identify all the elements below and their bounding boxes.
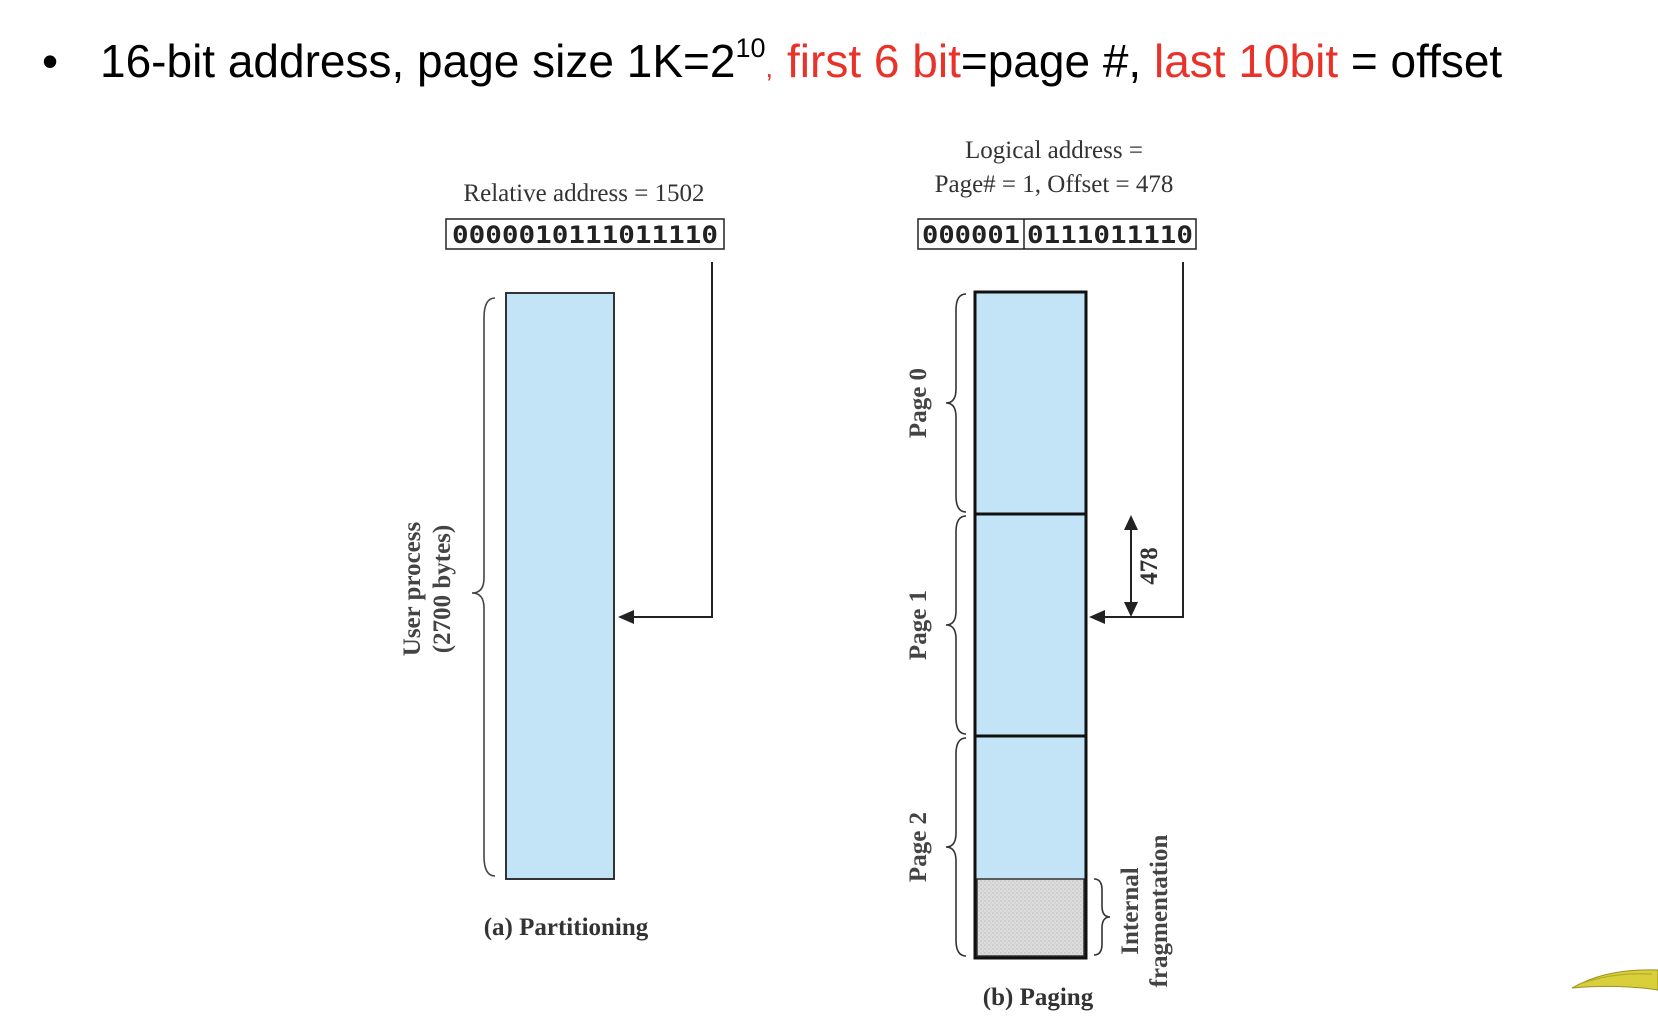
logical-address-label: Logical address =	[965, 137, 1143, 164]
paging-diagram: Logical address = Page# = 1, Offset = 47…	[905, 137, 1197, 1011]
page-1-label: Page 1	[905, 590, 932, 660]
offset-value-label: 478	[1136, 547, 1163, 585]
logical-address-values: Page# = 1, Offset = 478	[935, 171, 1174, 198]
bullet-separator: ,	[766, 53, 774, 83]
user-process-size-label: (2700 bytes)	[429, 525, 456, 653]
logical-address-offset-bits: 0111011110	[1027, 221, 1193, 249]
logical-address-box	[917, 218, 1197, 250]
partitioning-address-arrow	[620, 262, 713, 618]
partitioning-arrowhead	[618, 610, 634, 624]
corner-decoration-icon	[1571, 969, 1658, 991]
bullet-text-middle: =page #,	[961, 35, 1154, 87]
bullet-text-part1: 16-bit address, page size 1K=2	[100, 35, 735, 87]
page-2-label: Page 2	[905, 812, 932, 882]
page-0-label: Page 0	[905, 368, 932, 438]
partitioning-caption: (a) Partitioning	[484, 914, 649, 941]
fragmentation-label-line2: fragmentation	[1146, 835, 1173, 988]
offset-arrow-down	[1124, 602, 1138, 617]
bullet-red-last-10bit: last 10bit	[1154, 35, 1338, 87]
bullet-superscript: 10	[735, 33, 765, 63]
paging-caption: (b) Paging	[983, 984, 1094, 1011]
partitioning-diagram: Relative address = 1502 0000010111011110…	[399, 180, 725, 941]
page-1-brace	[945, 515, 967, 735]
page-2-brace	[945, 737, 967, 957]
bullet-text: 16-bit address, page size 1K=210, first 6…	[100, 33, 1502, 87]
page-1-frame	[973, 512, 1088, 738]
internal-fragmentation-area	[976, 878, 1085, 957]
fragmentation-brace	[1093, 878, 1111, 956]
page-0-brace	[945, 293, 967, 513]
user-process-brace	[471, 297, 496, 877]
relative-address-label: Relative address = 1502	[463, 180, 704, 207]
bullet-marker: •	[42, 35, 58, 87]
logical-address-page-bits: 000001	[922, 221, 1020, 249]
offset-arrow-up	[1124, 515, 1138, 530]
bullet-text-end: = offset	[1338, 35, 1502, 87]
bullet-red-first-6-bit: first 6 bit	[787, 35, 961, 87]
user-process-label: User process	[399, 521, 426, 656]
paging-arrowhead	[1089, 610, 1105, 624]
fragmentation-label: Internal	[1117, 867, 1144, 955]
bullet-heading: • 16-bit address, page size 1K=210, first…	[42, 33, 1502, 87]
relative-address-box	[445, 218, 725, 250]
user-process-block	[505, 292, 615, 880]
paging-address-arrow	[1095, 262, 1184, 618]
relative-address-bits: 0000010111011110	[452, 221, 718, 249]
page-0-frame	[973, 290, 1088, 516]
paging-outline	[973, 290, 1088, 960]
